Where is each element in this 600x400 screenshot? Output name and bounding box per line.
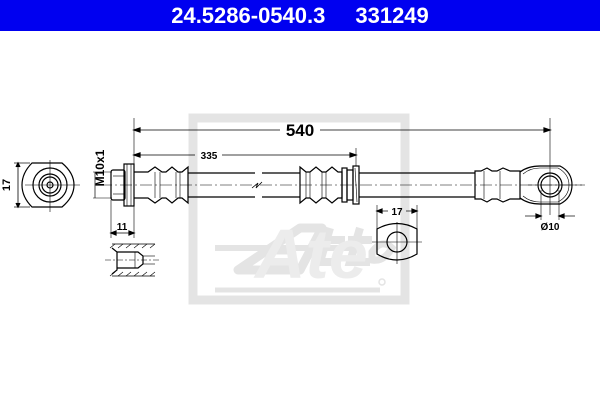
eye-diameter-label: Ø10 [541,222,560,233]
mid-cross-section [372,205,422,264]
part-number: 24.5286-0540.3 [171,2,326,28]
port-section-view [105,243,160,277]
hose-drawing [14,118,585,277]
ate-logo-text: Ate [253,215,368,293]
thread-size-label: M10x1 [93,149,107,186]
thread-length-label: 11 [117,222,128,233]
left-fitting-width-label: 17 [1,179,13,191]
overall-length-label: 540 [286,121,314,140]
reference-number: 331249 [355,2,429,28]
left-end-view [14,160,80,212]
title-bar: 24.5286-0540.3 331249 [0,0,600,31]
ate-watermark [188,113,410,305]
mid-fitting-width-label: 17 [391,207,403,218]
partial-length-label: 335 [201,151,218,162]
right-eye-fitting [474,118,582,220]
